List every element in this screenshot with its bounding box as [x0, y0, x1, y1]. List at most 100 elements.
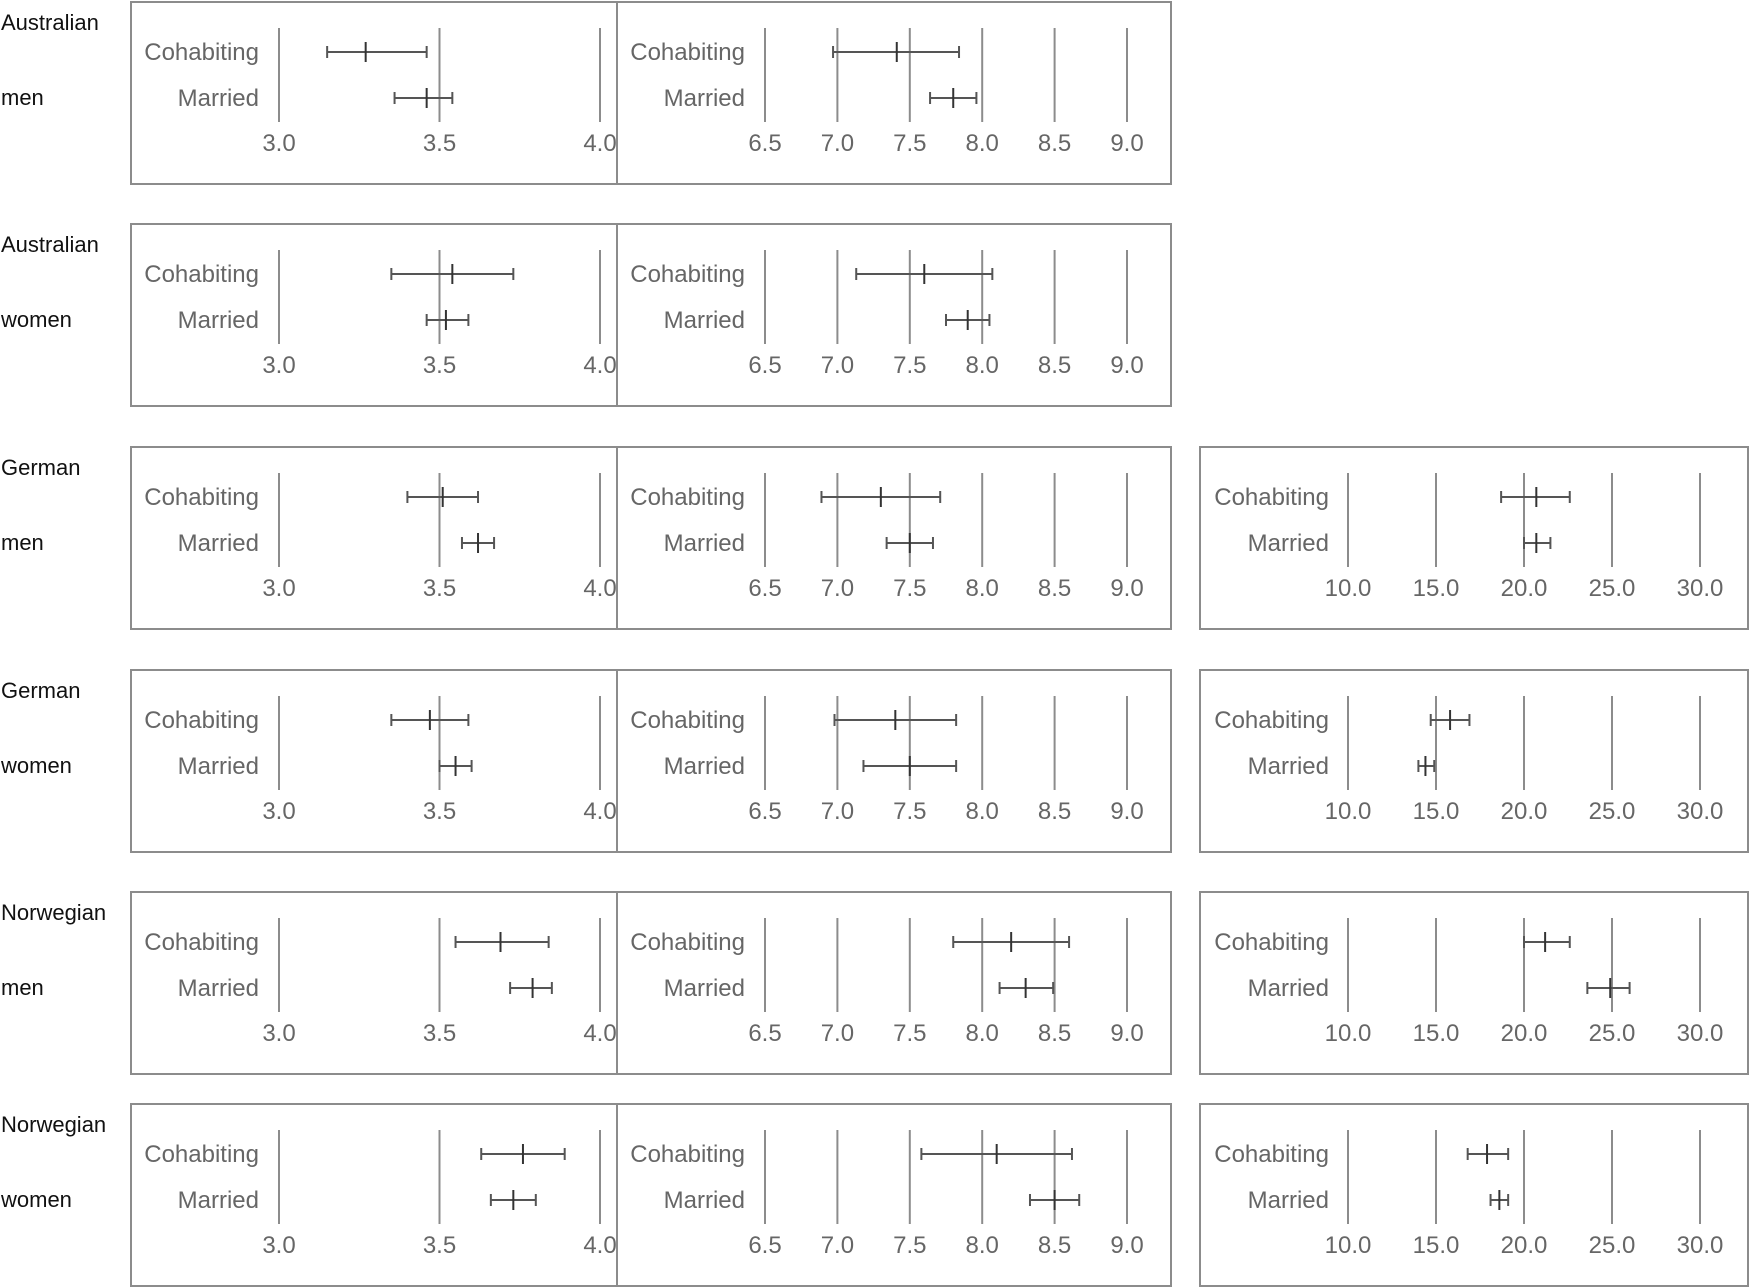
row-label: Cohabiting [1214, 929, 1329, 956]
row-label: Married [1248, 975, 1329, 1002]
tick-label: 9.0 [1110, 130, 1143, 157]
panel-frame [1199, 1103, 1749, 1287]
panel-frame [130, 891, 1172, 1075]
group-label-line2: men [1, 85, 44, 110]
row-label: Married [178, 307, 259, 334]
tick-label: 4.0 [583, 352, 616, 379]
tick-label: 9.0 [1110, 798, 1143, 825]
tick-label: 3.5 [423, 798, 456, 825]
tick-label: 25.0 [1589, 798, 1636, 825]
panel-frame [130, 223, 1172, 407]
row-label: Cohabiting [144, 261, 259, 288]
tick-label: 30.0 [1677, 1232, 1724, 1259]
tick-label: 7.0 [821, 130, 854, 157]
panel-frame [1199, 669, 1749, 853]
tick-label: 3.5 [423, 352, 456, 379]
row-label: Married [178, 530, 259, 557]
group-label-line1: Norwegian [1, 1112, 106, 1137]
group-label-line1: Australian [1, 232, 99, 257]
tick-label: 4.0 [583, 1232, 616, 1259]
tick-label: 4.0 [583, 798, 616, 825]
tick-label: 4.0 [583, 130, 616, 157]
tick-label: 10.0 [1325, 1232, 1372, 1259]
tick-label: 7.5 [893, 352, 926, 379]
row-label: Married [664, 1187, 745, 1214]
row-label: Cohabiting [144, 39, 259, 66]
tick-label: 7.5 [893, 1232, 926, 1259]
row-label: Cohabiting [144, 707, 259, 734]
tick-label: 15.0 [1413, 575, 1460, 602]
tick-label: 20.0 [1501, 575, 1548, 602]
row-label: Married [178, 85, 259, 112]
tick-label: 7.5 [893, 798, 926, 825]
tick-label: 10.0 [1325, 575, 1372, 602]
tick-label: 3.5 [423, 575, 456, 602]
tick-label: 3.0 [262, 352, 295, 379]
tick-label: 6.5 [748, 798, 781, 825]
row-label: Married [664, 530, 745, 557]
row-label: Married [1248, 1187, 1329, 1214]
row-label: Married [664, 975, 745, 1002]
panel-frame [130, 446, 1172, 630]
tick-label: 10.0 [1325, 798, 1372, 825]
panel-frame [130, 1, 1172, 185]
tick-label: 3.5 [423, 130, 456, 157]
tick-label: 8.0 [966, 1232, 999, 1259]
tick-label: 3.0 [262, 575, 295, 602]
row-label: Cohabiting [630, 39, 745, 66]
tick-label: 15.0 [1413, 1232, 1460, 1259]
tick-label: 8.0 [966, 352, 999, 379]
tick-label: 25.0 [1589, 1020, 1636, 1047]
tick-label: 6.5 [748, 130, 781, 157]
tick-label: 7.0 [821, 575, 854, 602]
group-label-line1: German [1, 455, 80, 480]
row-label: Cohabiting [144, 484, 259, 511]
row-label: Married [664, 307, 745, 334]
tick-label: 8.0 [966, 798, 999, 825]
tick-label: 9.0 [1110, 352, 1143, 379]
group-label-line1: Australian [1, 10, 99, 35]
tick-label: 8.0 [966, 130, 999, 157]
tick-label: 7.5 [893, 575, 926, 602]
tick-label: 30.0 [1677, 575, 1724, 602]
tick-label: 30.0 [1677, 798, 1724, 825]
tick-label: 6.5 [748, 1020, 781, 1047]
group-label-line2: women [0, 307, 72, 332]
row-label: Married [664, 85, 745, 112]
tick-label: 8.5 [1038, 352, 1071, 379]
tick-label: 4.0 [583, 1020, 616, 1047]
tick-label: 3.0 [262, 798, 295, 825]
row-label: Married [1248, 530, 1329, 557]
tick-label: 7.0 [821, 1020, 854, 1047]
group-label-line2: men [1, 975, 44, 1000]
row-label: Cohabiting [630, 484, 745, 511]
tick-label: 3.0 [262, 1020, 295, 1047]
tick-label: 25.0 [1589, 1232, 1636, 1259]
group-label-line1: Norwegian [1, 900, 106, 925]
row-label: Cohabiting [144, 1141, 259, 1168]
tick-label: 7.0 [821, 352, 854, 379]
tick-label: 3.5 [423, 1020, 456, 1047]
tick-label: 3.0 [262, 1232, 295, 1259]
tick-label: 25.0 [1589, 575, 1636, 602]
tick-label: 8.5 [1038, 798, 1071, 825]
tick-label: 8.0 [966, 575, 999, 602]
tick-label: 6.5 [748, 575, 781, 602]
tick-label: 9.0 [1110, 1020, 1143, 1047]
row-label: Cohabiting [144, 929, 259, 956]
tick-label: 7.5 [893, 1020, 926, 1047]
row-label: Cohabiting [1214, 484, 1329, 511]
panel-frame [130, 669, 1172, 853]
tick-label: 15.0 [1413, 1020, 1460, 1047]
tick-label: 6.5 [748, 352, 781, 379]
tick-label: 30.0 [1677, 1020, 1724, 1047]
tick-label: 4.0 [583, 575, 616, 602]
row-label: Cohabiting [630, 707, 745, 734]
tick-label: 15.0 [1413, 798, 1460, 825]
tick-label: 20.0 [1501, 1232, 1548, 1259]
row-label: Cohabiting [630, 261, 745, 288]
row-label: Cohabiting [630, 1141, 745, 1168]
group-label-line2: women [0, 753, 72, 778]
